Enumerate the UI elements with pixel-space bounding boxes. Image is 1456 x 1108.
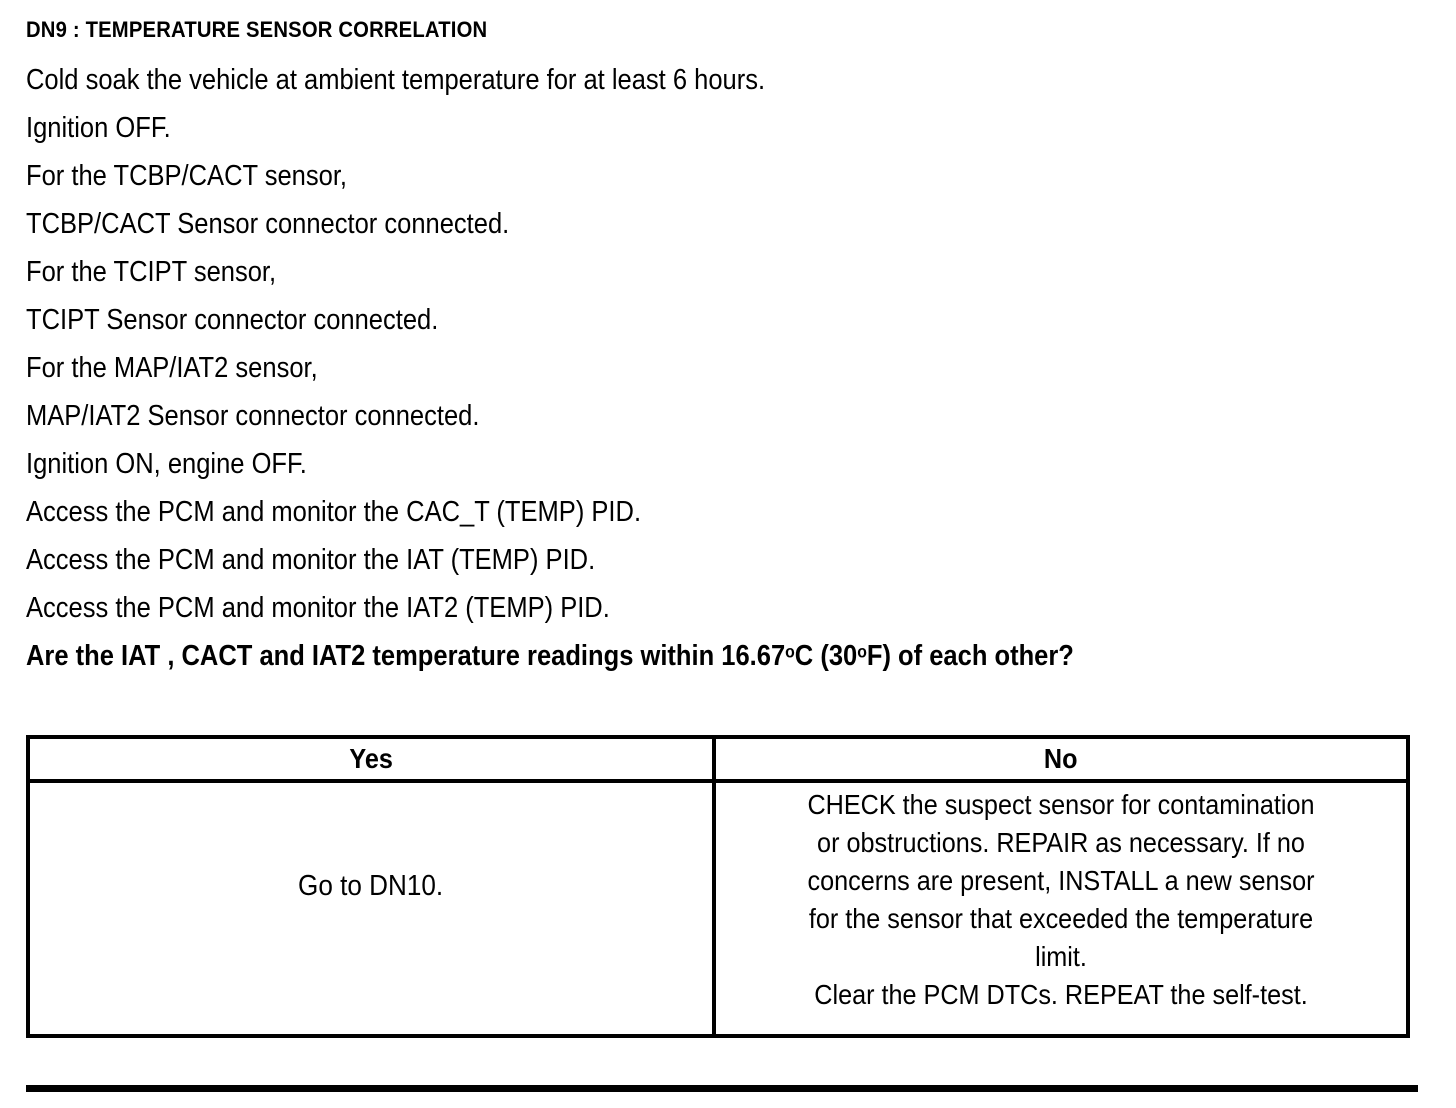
no-action-line: limit. — [1035, 941, 1087, 972]
table-header-row: Yes No — [30, 739, 1406, 783]
question-text-part1: Are the IAT , CACT and IAT2 temperature … — [26, 640, 786, 672]
column-header-yes: Yes — [349, 743, 393, 774]
step-line: Access the PCM and monitor the IAT (TEMP… — [26, 544, 596, 576]
step-line: Ignition ON, engine OFF. — [26, 448, 307, 480]
step-line: For the MAP/IAT2 sensor, — [26, 352, 318, 384]
no-action-line: concerns are present, INSTALL a new sens… — [807, 865, 1315, 896]
table-cell-no-action: CHECK the suspect sensor for contaminati… — [716, 783, 1406, 1034]
footer-divider-rule — [26, 1085, 1418, 1092]
step-line: Access the PCM and monitor the IAT2 (TEM… — [26, 592, 610, 624]
no-action-line: or obstructions. REPAIR as necessary. If… — [817, 827, 1305, 858]
yes-action-text: Go to DN10. — [298, 869, 444, 902]
table-row: Go to DN10. CHECK the suspect sensor for… — [30, 783, 1406, 1034]
step-line: MAP/IAT2 Sensor connector connected. — [26, 400, 480, 432]
step-line: TCBP/CACT Sensor connector connected. — [26, 208, 510, 240]
table-cell-yes-action: Go to DN10. — [30, 783, 716, 1034]
degree-symbol-fahrenheit: o — [857, 641, 867, 662]
degree-symbol-celsius: o — [785, 641, 795, 662]
decision-table: Yes No Go to DN10. CHECK the suspect sen… — [26, 735, 1410, 1038]
step-line: Access the PCM and monitor the CAC_T (TE… — [26, 496, 642, 528]
procedure-step-list: Cold soak the vehicle at ambient tempera… — [26, 56, 1426, 680]
page-title: DN9 : TEMPERATURE SENSOR CORRELATION — [26, 17, 488, 42]
no-action-line: Clear the PCM DTCs. REPEAT the self-test… — [814, 979, 1308, 1010]
step-line: TCIPT Sensor connector connected. — [26, 304, 439, 336]
column-header-no: No — [1044, 743, 1078, 774]
table-header-cell-yes: Yes — [30, 739, 716, 779]
question-text-part2: C (30 — [794, 640, 858, 672]
question-text-part3: F) of each other? — [866, 640, 1074, 672]
step-line: Cold soak the vehicle at ambient tempera… — [26, 64, 766, 96]
decision-question: Are the IAT , CACT and IAT2 temperature … — [26, 632, 1258, 680]
no-action-text: CHECK the suspect sensor for contaminati… — [716, 783, 1406, 1014]
no-action-line: for the sensor that exceeded the tempera… — [808, 903, 1314, 934]
step-line: Ignition OFF. — [26, 112, 171, 144]
step-line: For the TCBP/CACT sensor, — [26, 160, 348, 192]
no-action-line: CHECK the suspect sensor for contaminati… — [807, 789, 1315, 820]
step-line: For the TCIPT sensor, — [26, 256, 277, 288]
table-header-cell-no: No — [716, 739, 1406, 779]
